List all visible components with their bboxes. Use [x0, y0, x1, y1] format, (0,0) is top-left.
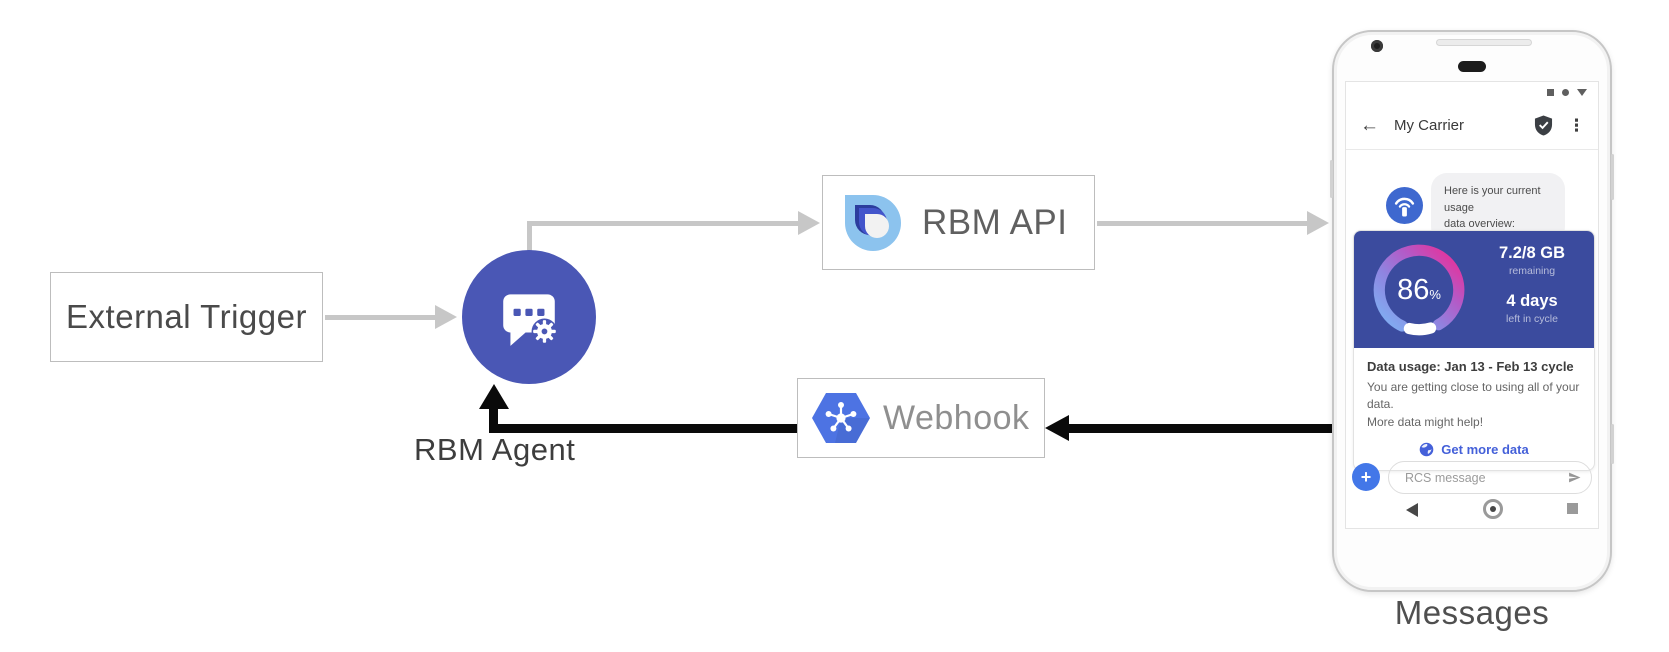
gauge-percent-value: 86 [1397, 274, 1430, 306]
overflow-menu-icon[interactable]: ⋮ [1568, 115, 1585, 135]
arrow-phone-to-webhook [1069, 424, 1332, 433]
arrowhead-trigger-to-agent [435, 305, 457, 329]
get-more-data-button[interactable]: Get more data [1367, 442, 1581, 457]
status-square-icon [1547, 89, 1554, 96]
external-trigger-label: External Trigger [66, 298, 307, 335]
phone-caption: Messages [1394, 594, 1550, 631]
front-camera [1371, 40, 1383, 52]
android-nav-bar [1346, 496, 1598, 522]
usage-card-body-line: More data might help! [1367, 414, 1484, 429]
arrowhead-phone-to-webhook [1045, 415, 1069, 441]
nav-back-icon[interactable] [1406, 503, 1418, 517]
message-input-pill[interactable] [1388, 461, 1592, 494]
chat-gear-icon [503, 294, 558, 346]
usage-card-body-line: You are getting close to using all of yo… [1367, 380, 1580, 412]
get-more-data-label: Get more data [1441, 442, 1529, 458]
arrow-webhook-to-agent-horizontal [489, 424, 797, 433]
usage-card-title: Data usage: Jan 13 - Feb 13 cycle [1367, 359, 1574, 374]
usage-card-body: You are getting close to using all of yo… [1367, 379, 1581, 431]
arrow-agent-to-api-vertical [527, 223, 532, 252]
webhook-label: Webhook [883, 398, 1030, 437]
usage-values: 7.2/8 GB remaining 4 days left in cycle [1476, 244, 1588, 325]
cycle-days-value: 4 days [1506, 292, 1558, 310]
earpiece-speaker [1458, 61, 1486, 72]
usage-gauge [1373, 244, 1465, 336]
chat-bubble-line: data overview: [1444, 218, 1515, 230]
conversation-title: My Carrier [1394, 117, 1464, 134]
chat-bubble-line: Here is your current usage [1444, 185, 1541, 214]
external-trigger-node: External Trigger [50, 272, 323, 362]
cycle-days-label: left in cycle [1506, 313, 1558, 325]
remaining-label: remaining [1508, 265, 1556, 277]
arrow-webhook-to-agent-vertical [489, 408, 498, 430]
arrowhead-agent-to-api [798, 211, 820, 235]
earpiece-slot [1436, 39, 1532, 46]
usage-rich-card: 86% 7.2/8 GB remaining 4 days left in cy… [1353, 230, 1595, 472]
conversation-header: ← My Carrier ⋮ [1346, 102, 1598, 150]
phone-side-button [1330, 160, 1333, 198]
rcs-message-input[interactable] [1403, 469, 1568, 486]
rbm-api-logo-icon [845, 194, 901, 251]
rbm-agent-label: RBM Agent [414, 432, 576, 467]
arrowhead-api-to-phone [1307, 211, 1329, 235]
rbm-api-node: RBM API [822, 175, 1095, 270]
send-icon[interactable] [1568, 468, 1581, 487]
gauge-percent: 86% [1369, 274, 1469, 307]
verified-shield-icon [1534, 115, 1553, 136]
phone-side-button [1611, 154, 1614, 200]
usage-card-chart-section: 86% 7.2/8 GB remaining 4 days left in cy… [1354, 231, 1594, 348]
nav-home-icon[interactable] [1483, 499, 1503, 519]
globe-icon [1419, 442, 1434, 457]
status-circle-icon [1562, 89, 1569, 96]
rbm-agent-node [462, 250, 596, 384]
arrow-trigger-to-agent [325, 315, 435, 320]
agent-avatar [1386, 187, 1423, 224]
webhook-node: Webhook [797, 378, 1045, 458]
phone-mockup: ← My Carrier ⋮ Here is your current usag… [1330, 30, 1614, 592]
status-bar [1547, 89, 1587, 96]
usage-card-text-section: Data usage: Jan 13 - Feb 13 cycle You ar… [1354, 348, 1594, 470]
arrowhead-webhook-to-agent [479, 384, 509, 409]
phone-screen: ← My Carrier ⋮ Here is your current usag… [1345, 81, 1599, 529]
back-arrow-icon[interactable]: ← [1360, 114, 1379, 136]
gauge-percent-sign: % [1429, 287, 1441, 302]
arrow-agent-to-api-horizontal [527, 221, 798, 226]
rbm-api-label: RBM API [922, 202, 1068, 242]
status-triangle-icon [1577, 89, 1587, 96]
webhook-hexagon-icon [812, 393, 870, 443]
phone-side-button [1611, 424, 1614, 464]
nav-recents-icon[interactable] [1567, 503, 1578, 514]
add-attachment-button[interactable]: + [1352, 463, 1380, 491]
remaining-value: 7.2/8 GB [1498, 244, 1566, 262]
arrow-api-to-phone [1097, 221, 1307, 226]
hotspot-icon [1394, 197, 1415, 217]
